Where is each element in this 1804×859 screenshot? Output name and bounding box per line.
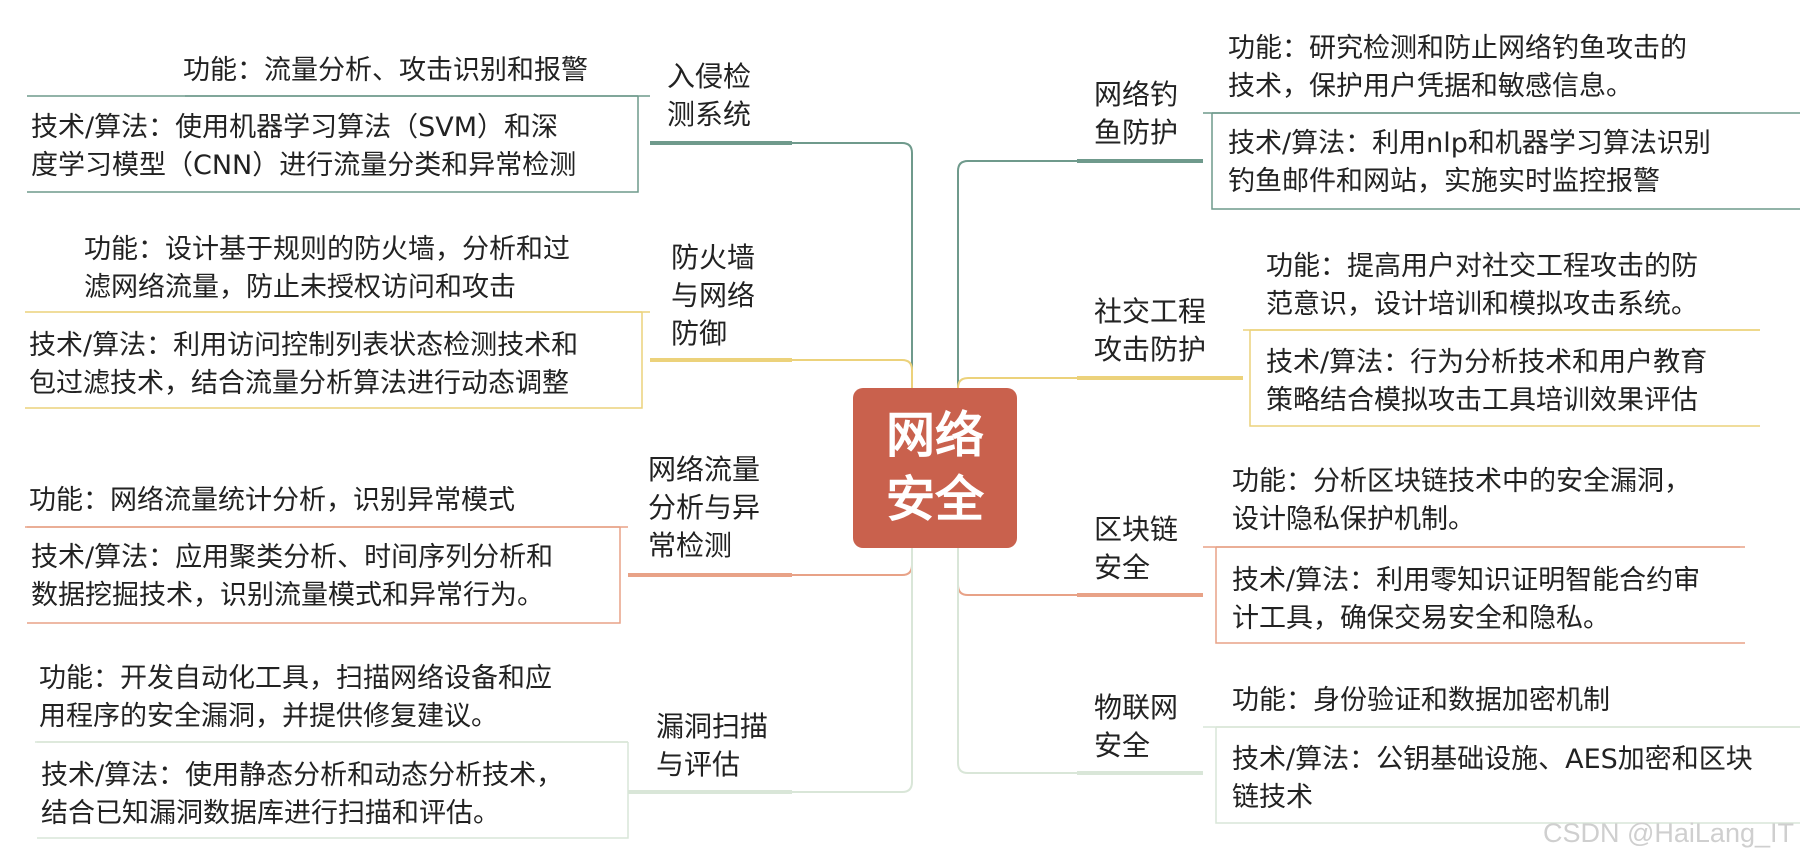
leaf-technique[interactable]: 技术/算法：使用静态分析和动态分析技术， 结合已知漏洞数据库进行扫描和评估。 <box>41 757 563 833</box>
leaf-frame <box>27 526 621 624</box>
branch-label-line: 安全 <box>1094 729 1151 762</box>
leaf-technique[interactable]: 技术/算法：利用访问控制列表状态检测技术和 包过滤技术，结合流量分析算法进行动态… <box>29 327 578 403</box>
branch-blockchain-security[interactable]: 区块链 安全 <box>1094 511 1178 587</box>
leaf-frame <box>27 95 639 193</box>
leaf-function[interactable]: 功能：分析区块链技术中的安全漏洞， 设计隐私保护机制。 <box>1232 463 1691 539</box>
leaf-technique[interactable]: 技术/算法：使用机器学习算法（SVM）和深 度学习模型（CNN）进行流量分类和异… <box>31 109 576 185</box>
branch-connector <box>957 468 1077 774</box>
leaf-frame <box>37 741 629 839</box>
leaf-function[interactable]: 功能：设计基于规则的防火墙，分析和过 滤网络流量，防止未授权访问和攻击 <box>84 231 570 307</box>
branch-connector <box>792 359 913 468</box>
leaf-line: 技术/算法：使用机器学习算法（SVM）和深 <box>31 112 559 143</box>
leaf-technique[interactable]: 技术/算法：应用聚类分析、时间序列分析和 数据挖掘技术，识别流量模式和异常行为。 <box>31 539 553 615</box>
branch-connector <box>957 377 1077 468</box>
leaf-line: 功能：设计基于规则的防火墙，分析和过 <box>84 234 570 265</box>
center-topic-line: 安全 <box>885 471 984 528</box>
branch-connector <box>792 468 913 793</box>
branch-label-line: 物联网 <box>1094 691 1179 724</box>
leaf-function[interactable]: 功能：研究检测和防止网络钓鱼攻击的 技术，保护用户凭据和敏感信息。 <box>1228 30 1687 106</box>
leaf-line: 技术/算法：利用nlp和机器学习算法识别 <box>1228 128 1711 159</box>
leaf-frame <box>1215 546 1745 644</box>
branch-label-line: 区块链 <box>1094 513 1179 546</box>
branch-label-line: 网络钓 <box>1094 78 1179 111</box>
branch-label-line: 分析与异 <box>648 491 761 524</box>
leaf-technique[interactable]: 技术/算法：公钥基础设施、AES加密和区块 链技术 <box>1232 741 1753 817</box>
leaf-line: 技术/算法：行为分析技术和用户教育 <box>1266 347 1708 378</box>
branch-label-line: 测系统 <box>667 98 752 131</box>
leaf-frame <box>25 311 643 409</box>
leaf-line: 技术/算法：应用聚类分析、时间序列分析和 <box>31 542 554 573</box>
leaf-line: 用程序的安全漏洞，并提供修复建议。 <box>39 701 498 732</box>
leaf-frame <box>1211 112 1800 210</box>
leaf-frame <box>1249 329 1760 427</box>
leaf-line: 功能：身份验证和数据加密机制 <box>1232 685 1610 716</box>
leaf-line: 功能：网络流量统计分析，识别异常模式 <box>29 485 515 516</box>
leaf-function[interactable]: 功能：提高用户对社交工程攻击的防 范意识，设计培训和模拟攻击系统。 <box>1266 248 1698 324</box>
leaf-line: 计工具，确保交易安全和隐私。 <box>1232 603 1610 634</box>
branch-intrusion-detection[interactable]: 入侵检 测系统 <box>667 58 751 134</box>
leaf-line: 策略结合模拟攻击工具培训效果评估 <box>1266 385 1698 416</box>
branch-connector <box>957 160 1077 468</box>
center-topic[interactable]: 网络 安全 <box>853 388 1017 548</box>
leaf-line: 功能：流量分析、攻击识别和报警 <box>183 55 588 86</box>
leaf-technique[interactable]: 技术/算法：利用零知识证明智能合约审 计工具，确保交易安全和隐私。 <box>1232 562 1700 638</box>
leaf-line: 包过滤技术，结合流量分析算法进行动态调整 <box>29 368 569 399</box>
branch-label-line: 入侵检 <box>667 60 752 93</box>
leaf-line: 功能：提高用户对社交工程攻击的防 <box>1266 251 1698 282</box>
leaf-line: 度学习模型（CNN）进行流量分类和异常检测 <box>31 150 577 181</box>
leaf-line: 功能：开发自动化工具，扫描网络设备和应 <box>39 663 552 694</box>
leaf-function[interactable]: 功能：身份验证和数据加密机制 <box>1232 682 1610 720</box>
leaf-technique[interactable]: 技术/算法：行为分析技术和用户教育 策略结合模拟攻击工具培训效果评估 <box>1266 344 1707 420</box>
branch-label-line: 鱼防护 <box>1094 116 1179 149</box>
branch-social-engineering[interactable]: 社交工程 攻击防护 <box>1094 293 1206 369</box>
leaf-line: 数据挖掘技术，识别流量模式和异常行为。 <box>31 580 544 611</box>
branch-label-line: 防御 <box>671 317 728 350</box>
leaf-line: 技术/算法：利用访问控制列表状态检测技术和 <box>29 330 579 361</box>
leaf-technique[interactable]: 技术/算法：利用nlp和机器学习算法识别 钓鱼邮件和网站，实施实时监控报警 <box>1228 125 1711 201</box>
branch-connector <box>792 142 913 468</box>
leaf-line: 结合已知漏洞数据库进行扫描和评估。 <box>41 798 500 829</box>
branch-label-line: 攻击防护 <box>1094 333 1207 366</box>
branch-iot-security[interactable]: 物联网 安全 <box>1094 689 1178 765</box>
leaf-line: 钓鱼邮件和网站，实施实时监控报警 <box>1228 166 1660 197</box>
branch-label-line: 常检测 <box>648 529 733 562</box>
branch-label-line: 防火墙 <box>671 241 756 274</box>
leaf-frame <box>1215 726 1800 824</box>
leaf-line: 链技术 <box>1232 782 1313 813</box>
leaf-line: 滤网络流量，防止未授权访问和攻击 <box>84 272 516 303</box>
center-topic-line: 网络 <box>885 407 984 464</box>
leaf-function[interactable]: 功能：网络流量统计分析，识别异常模式 <box>29 482 515 520</box>
branch-vulnerability-scan[interactable]: 漏洞扫描 与评估 <box>656 708 768 784</box>
branch-label-line: 与评估 <box>656 748 741 781</box>
branch-label-line: 安全 <box>1094 551 1151 584</box>
leaf-function[interactable]: 功能：流量分析、攻击识别和报警 <box>183 52 588 90</box>
leaf-line: 技术/算法：公钥基础设施、AES加密和区块 <box>1232 744 1753 775</box>
leaf-line: 技术，保护用户凭据和敏感信息。 <box>1228 71 1633 102</box>
branch-label-line: 网络流量 <box>648 453 761 486</box>
leaf-line: 范意识，设计培训和模拟攻击系统。 <box>1266 289 1698 320</box>
leaf-function[interactable]: 功能：开发自动化工具，扫描网络设备和应 用程序的安全漏洞，并提供修复建议。 <box>39 660 552 736</box>
branch-traffic-anomaly[interactable]: 网络流量 分析与异 常检测 <box>648 451 760 565</box>
branch-phishing-protection[interactable]: 网络钓 鱼防护 <box>1094 76 1178 152</box>
branch-label-line: 漏洞扫描 <box>656 710 769 743</box>
leaf-line: 技术/算法：使用静态分析和动态分析技术， <box>41 760 564 791</box>
branch-label-line: 社交工程 <box>1094 295 1207 328</box>
leaf-line: 功能：研究检测和防止网络钓鱼攻击的 <box>1228 33 1687 64</box>
leaf-line: 设计隐私保护机制。 <box>1232 504 1475 535</box>
watermark: CSDN @HaiLang_IT <box>1542 818 1794 848</box>
branch-firewall-defense[interactable]: 防火墙 与网络 防御 <box>671 239 755 353</box>
leaf-line: 技术/算法：利用零知识证明智能合约审 <box>1232 565 1701 596</box>
branch-label-line: 与网络 <box>671 279 756 312</box>
leaf-line: 功能：分析区块链技术中的安全漏洞， <box>1232 466 1691 497</box>
